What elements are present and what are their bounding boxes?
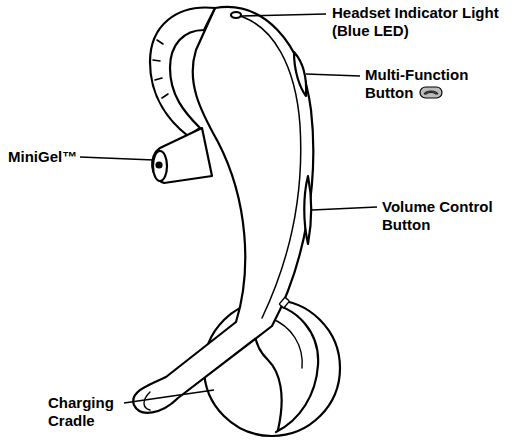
- indicator-led: [231, 12, 241, 18]
- hook-ridges: [153, 40, 168, 98]
- part-label-text: Headset Indicator Light (Blue LED): [332, 4, 499, 39]
- part-label: MiniGel™: [8, 148, 88, 166]
- leader-line: [242, 14, 326, 16]
- headset-body: [133, 7, 313, 413]
- phone-icon: [419, 86, 443, 99]
- part-label-text: Charging Cradle: [48, 394, 114, 429]
- minigel-tip: [153, 151, 167, 181]
- leader-line: [124, 390, 214, 403]
- leader-line: [80, 157, 154, 160]
- part-label: Charging Cradle: [48, 394, 124, 430]
- boom-tip: [144, 392, 150, 410]
- part-label-text: Volume Control Button: [382, 198, 493, 233]
- leader-line: [306, 74, 360, 76]
- part-label-text: MiniGel™: [8, 148, 77, 165]
- part-label: Headset Indicator Light (Blue LED): [332, 4, 512, 40]
- cradle-slot-inner: [270, 318, 302, 368]
- charge-contact: [279, 297, 289, 308]
- volume-button: [304, 176, 311, 244]
- minigel-hole: [157, 163, 162, 168]
- minigel-earpiece: [152, 128, 212, 183]
- ear-hook: [150, 8, 215, 136]
- body-ridge: [232, 14, 301, 318]
- leader-line: [312, 207, 377, 210]
- part-label-text: Multi-Function Button: [365, 66, 468, 101]
- part-label: Volume Control Button: [382, 198, 510, 234]
- multi-function-button: [294, 52, 306, 96]
